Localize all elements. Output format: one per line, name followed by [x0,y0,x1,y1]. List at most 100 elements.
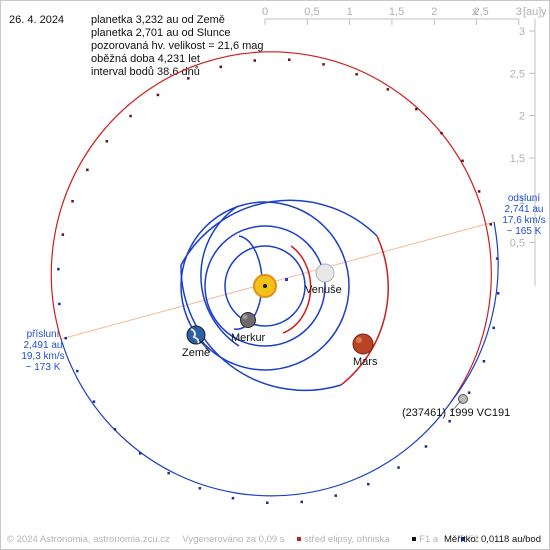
mercury-orbit-red [282,245,312,334]
y-axis-letter: y [541,6,547,18]
mars-icon [352,333,374,355]
position-dot [482,360,486,363]
perihelion-distance: 2,491 au [23,340,63,351]
aphelion-title: odsluní [507,193,541,204]
scale-label: Měřítko: 0,0118 au/bod [444,534,541,545]
asteroid-label: (237461) 1999 VC191 [402,407,511,419]
position-dot [156,93,160,97]
position-dot [61,233,65,236]
sun-icon [253,274,277,298]
generated-text: Vygenerováno za 0,09 s [182,534,285,545]
position-dot [198,487,202,490]
footer: © 2024 Astronomia, astronomia.zcu.cz Vyg… [7,534,547,545]
position-dot [461,159,464,163]
mercury-icon [240,312,256,328]
asteroid-orbit-below-right [450,221,499,403]
x-axis-letter: x [472,6,478,18]
y-tick-label: 3 [519,26,525,38]
position-dot [76,369,79,373]
y-tick-label: 1 [519,195,525,207]
info-earth-distance: planetka 3,232 au od Země [91,14,225,26]
mercury-orbit [224,245,306,327]
position-dot [495,257,499,260]
x-tick-label: 0,5 [304,6,319,18]
position-dot [397,466,400,469]
perihelion-label: přísluní 2,491 au 19,3 km/s ~ 173 K [13,329,73,373]
y-ticks: 32,521,510,5 [510,26,535,250]
position-dot [86,168,89,172]
position-dot [58,302,61,306]
position-dot [64,336,67,340]
perihelion-speed: 19,3 km/s [21,351,65,362]
position-dot [440,131,443,135]
info-period: oběžná doba 4,231 let [91,53,200,65]
legend-f1-label: F1 a [419,534,439,545]
y-tick-label: 2 [519,111,525,123]
mars-orbit-red [340,235,389,386]
y-tick-label: 0,5 [510,238,525,250]
earth-icon [186,325,206,345]
venus-orbit [204,225,326,347]
x-tick-label: 2,5 [474,6,489,18]
venus-icon [315,263,335,283]
y-tick-label: 2,5 [510,68,525,80]
date-label: 26. 4. 2024 [9,14,65,26]
aphelion-temperature: ~ 165 K [506,226,542,237]
position-dot [167,471,170,475]
position-dot [415,107,418,111]
info-magnitude: pozorovaná hv. velikost = 21,6 mag [91,40,264,52]
asteroid-label-pointer [450,400,462,413]
position-dot [113,428,117,431]
legend-f2: F2 [460,534,489,545]
earth-label-pointer [198,339,211,353]
position-dot [219,65,222,69]
position-dot [489,223,492,226]
earth-orbit [180,201,350,371]
position-dot [266,501,269,504]
position-dot [92,400,96,403]
position-dot [129,114,132,118]
position-dot [253,59,256,62]
asteroid-orbit-above [50,51,492,403]
legend-center-label: střed elipsy, ohniska [304,534,390,545]
position-dot [105,140,109,143]
position-dot [322,63,325,66]
asteroid-orbit-below [60,338,452,497]
focus-f2-marker [285,278,288,281]
position-dot [57,267,60,271]
perihelion-temperature: ~ 173 K [25,362,61,373]
info-sun-distance: planetka 2,701 au od Slunce [91,27,231,39]
aphelion-speed: 17,6 km/s [502,215,546,226]
position-dot [300,500,303,504]
perihelion-title: přísluní [26,329,60,340]
legend-center: střed elipsy, ohniska [297,534,399,545]
position-dot [355,73,358,76]
x-tick-label: 2 [431,6,437,18]
position-dot [288,58,291,61]
x-axis-unit: [au] [523,6,541,18]
position-dot [334,494,337,497]
x-tick-label: 1,5 [389,6,404,18]
position-dot [467,391,471,394]
mercury-label: Merkur [231,332,266,344]
position-dot [448,420,451,423]
asteroid-position-dots [57,58,500,504]
legend-f2-label: F2 [467,534,479,545]
copyright-text: © 2024 Astronomia, astronomia.zcu.cz [7,534,170,545]
mars-label: Mars [353,356,378,368]
position-dot [71,200,74,203]
mars-orbit-upper [180,199,378,266]
x-tick-label: 1 [347,6,353,18]
mars-orbit-lower [180,264,342,392]
earth-label: Země [182,347,211,359]
x-tick-label: 0 [262,6,268,18]
aphelion-distance: 2,741 au [504,204,544,215]
position-dot [386,88,390,91]
x-tick-label: 3 [516,6,522,18]
position-dot [496,292,500,295]
legend-f1: F1 a [412,534,448,545]
position-dot [138,452,142,455]
position-dot [477,190,481,193]
